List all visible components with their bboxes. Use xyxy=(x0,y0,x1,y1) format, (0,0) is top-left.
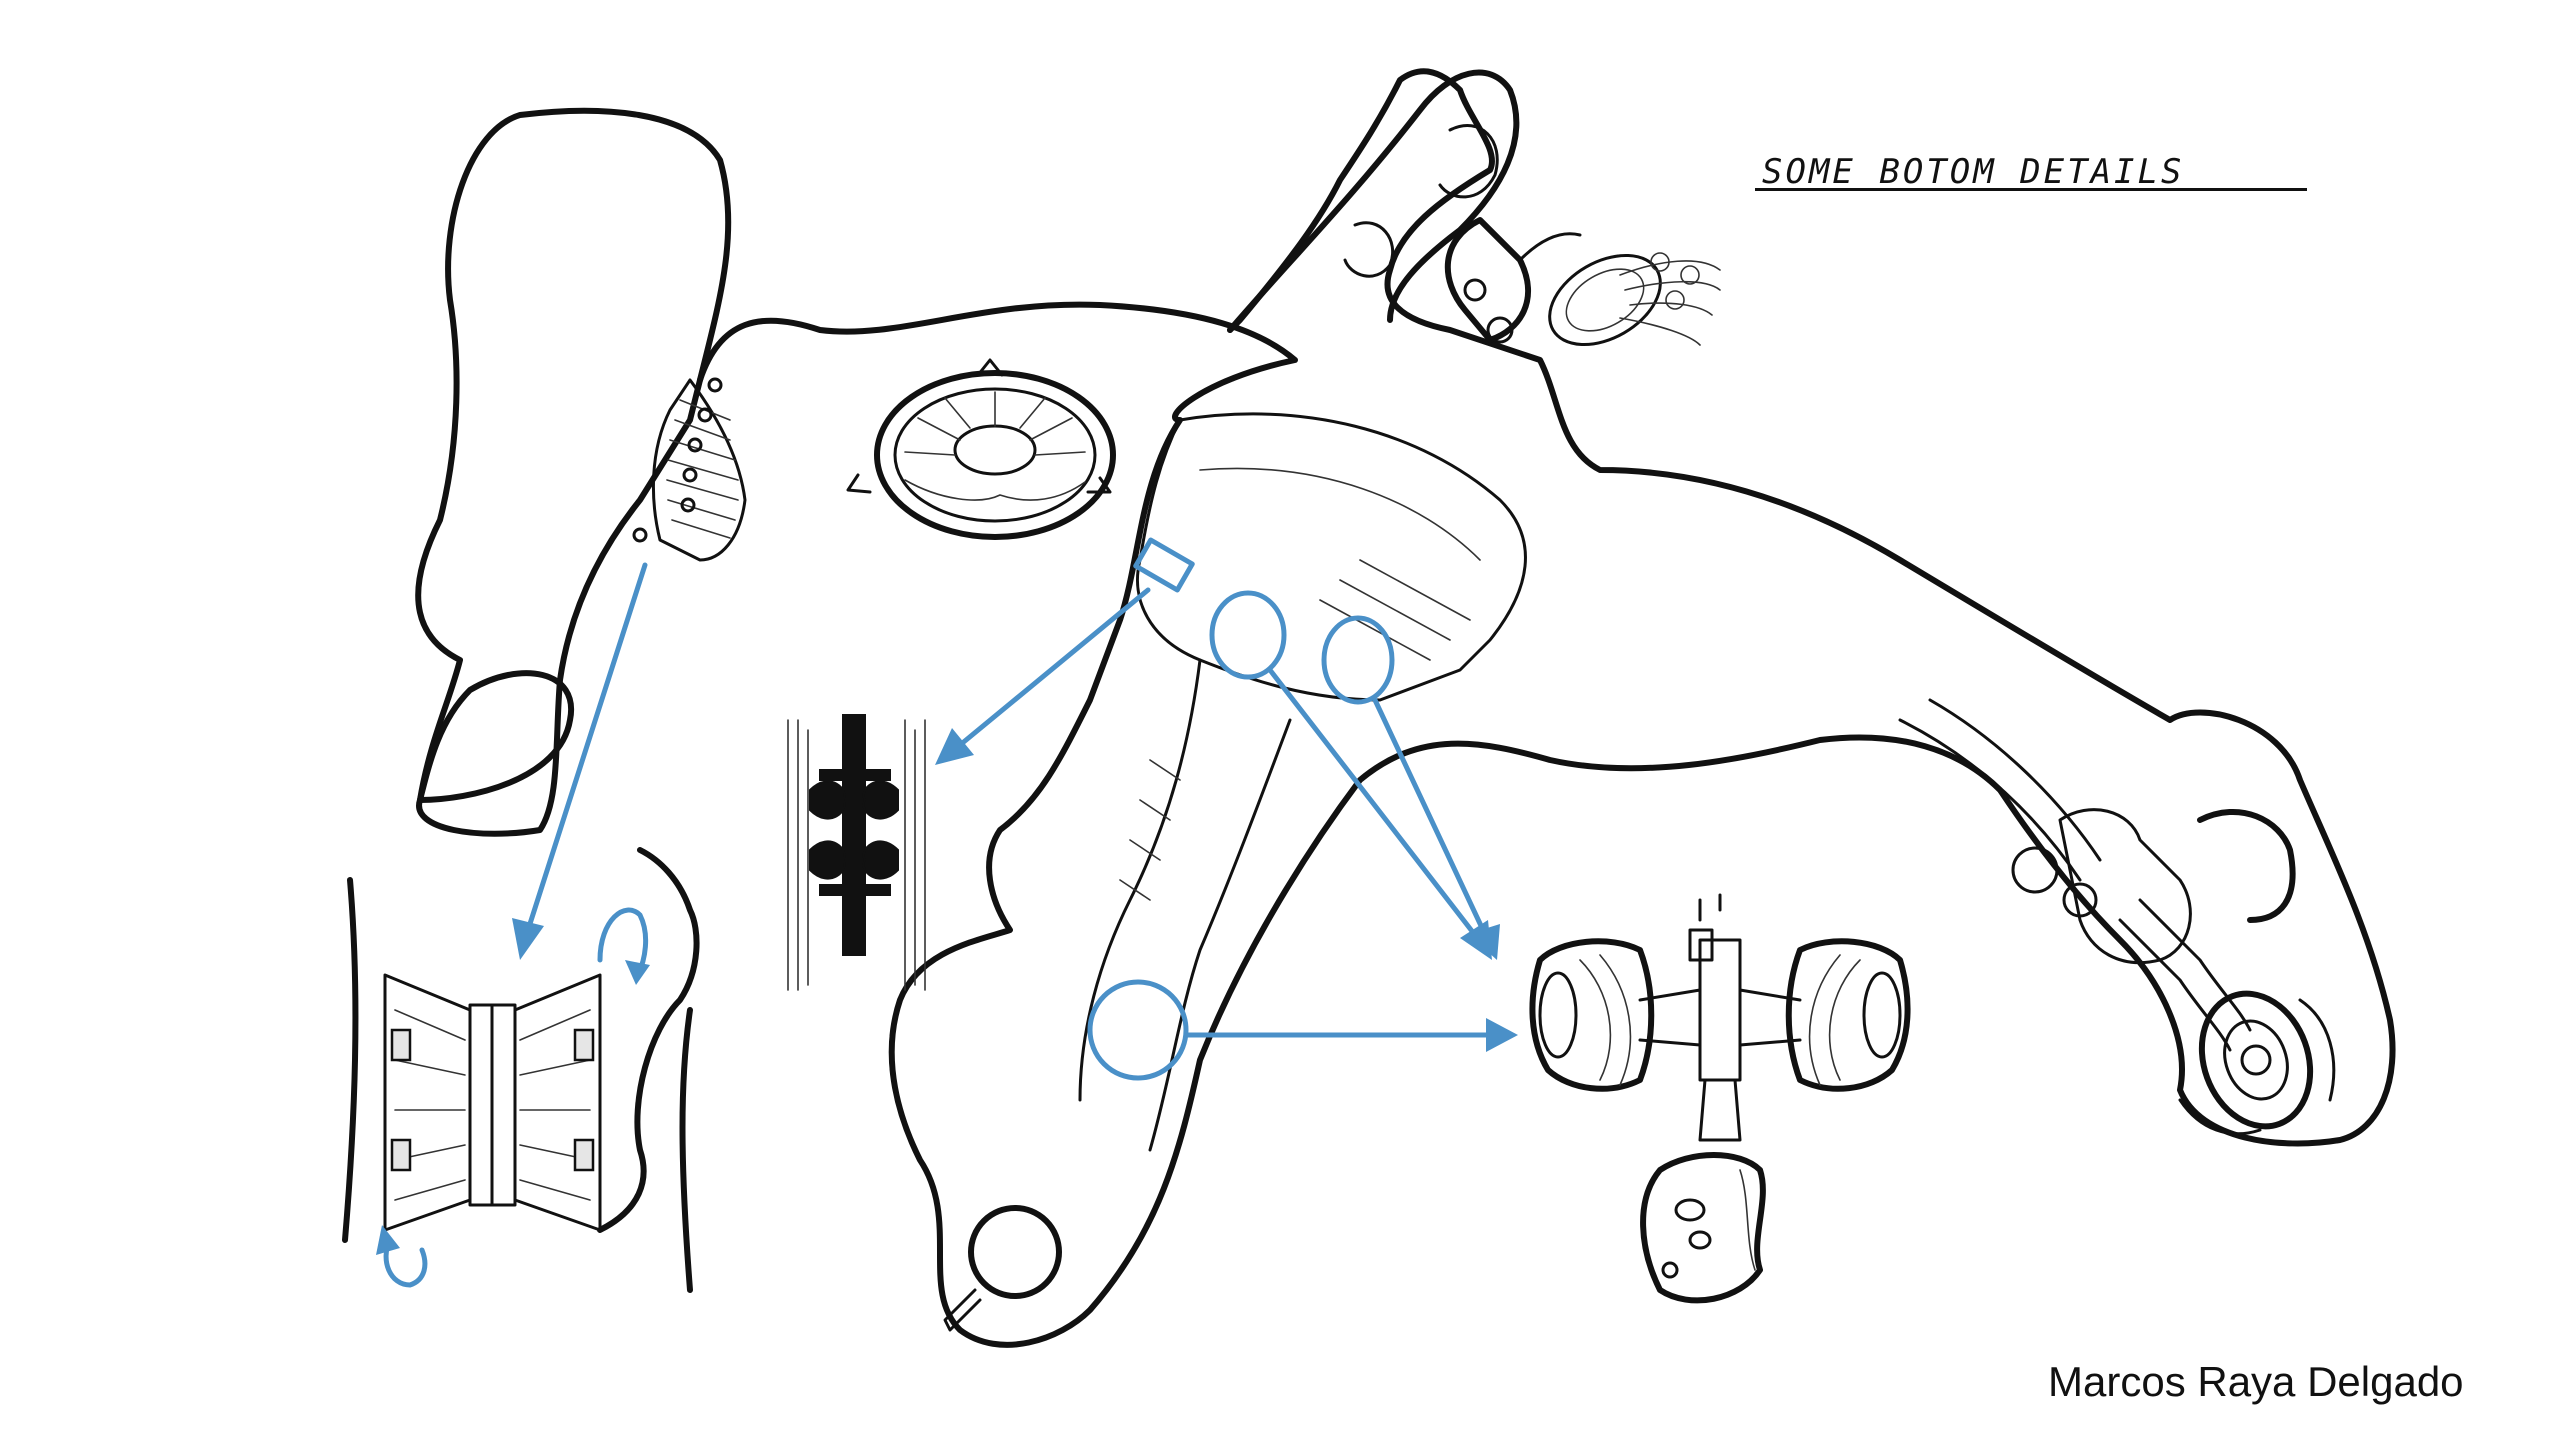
callout-markers xyxy=(1087,537,1395,1081)
callout-arrows xyxy=(376,562,1518,1288)
sketch-title: SOME BOTOM DETAILS xyxy=(1762,152,2185,192)
top-thruster xyxy=(1444,217,1721,347)
right-wheel-assembly xyxy=(2011,808,2336,1136)
vehicle-body xyxy=(415,68,2396,1348)
detail-clamp xyxy=(1529,893,1911,1304)
left-turbine xyxy=(632,377,747,562)
artist-credit: Marcos Raya Delgado xyxy=(2048,1358,2464,1405)
detail-gear-strip xyxy=(787,714,926,991)
hull-vent xyxy=(846,358,1116,540)
detail-bracket xyxy=(342,847,700,1293)
title-underline xyxy=(1755,188,2307,191)
